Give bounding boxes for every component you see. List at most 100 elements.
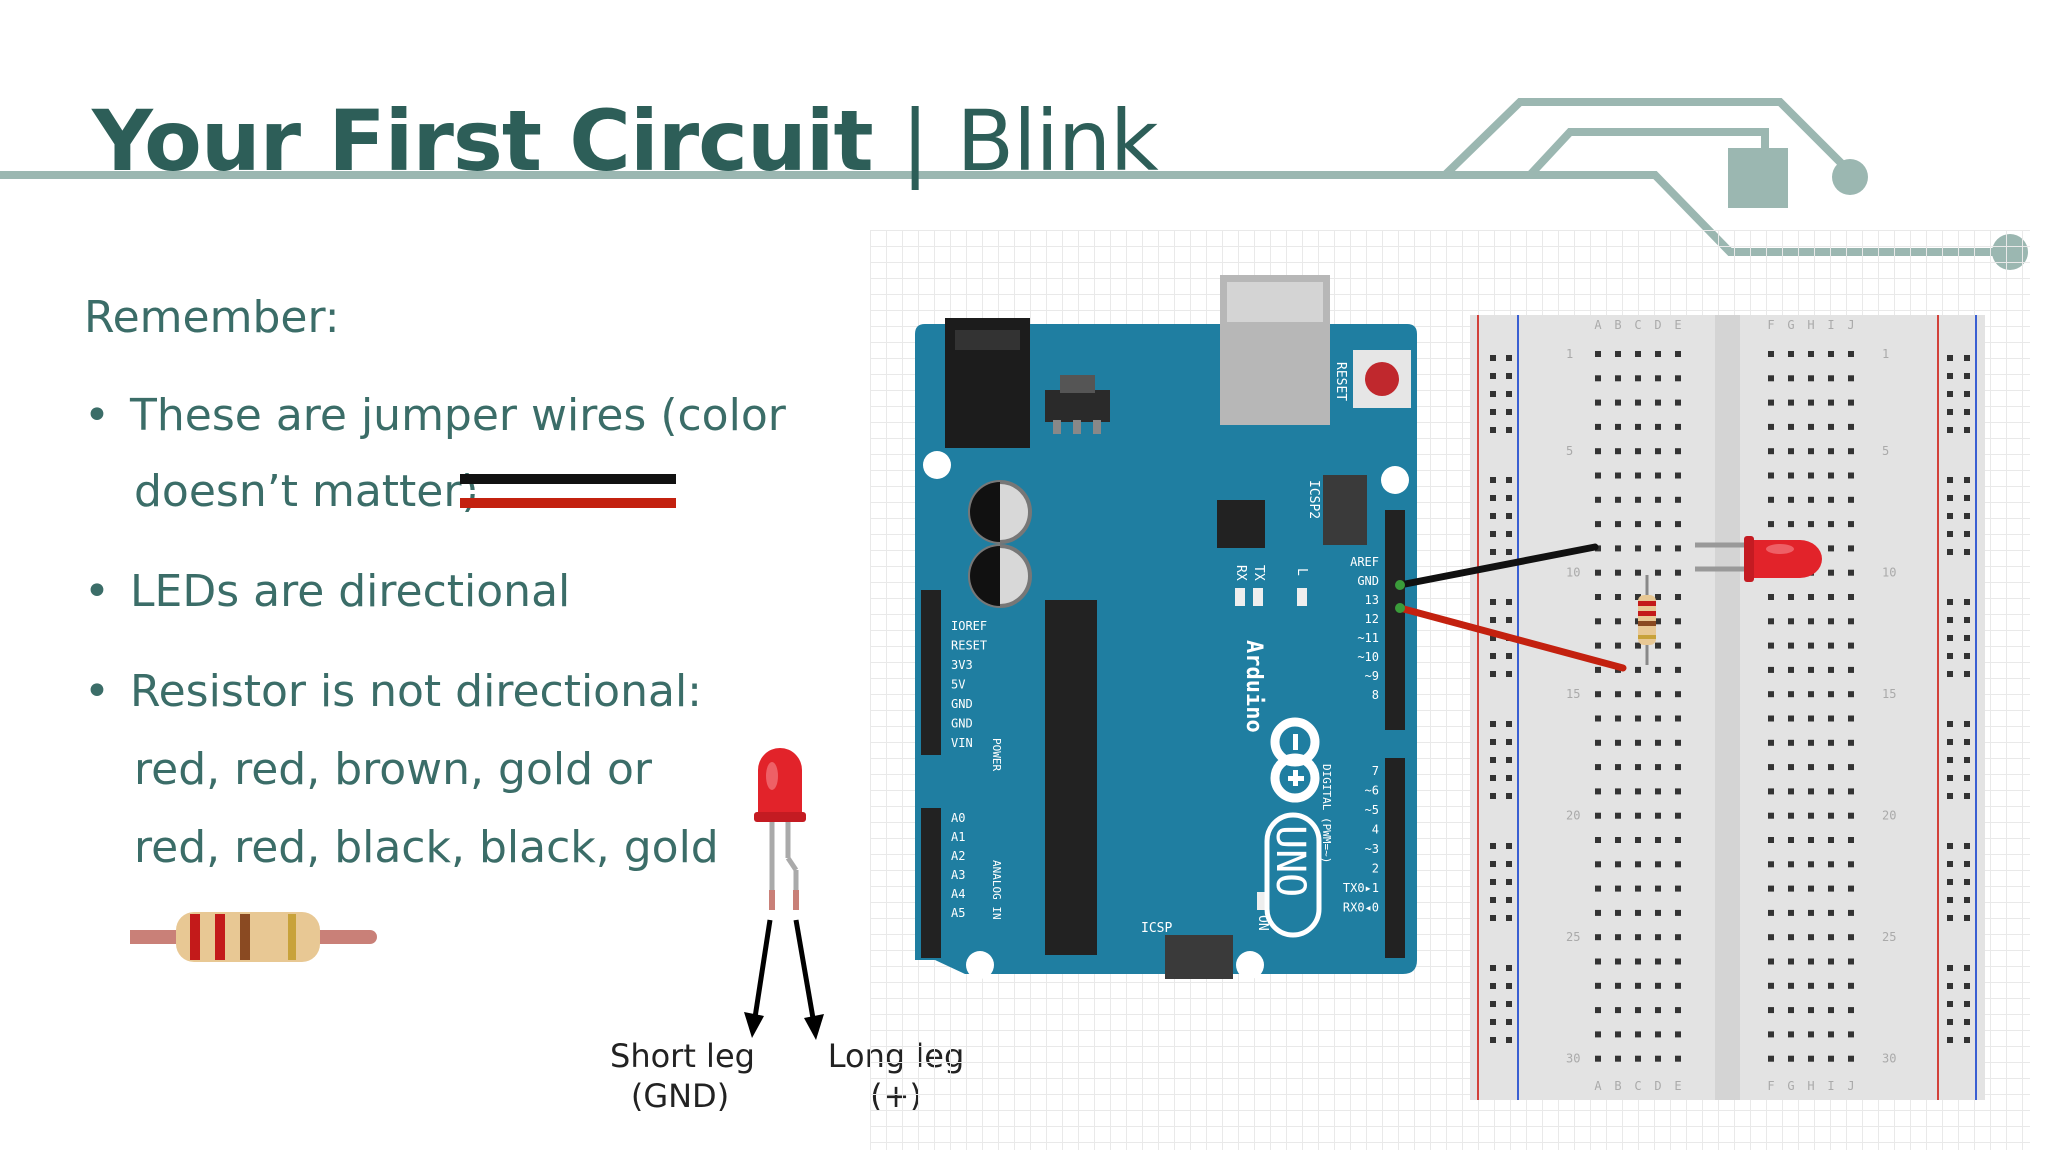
on-label: ON [1255, 915, 1270, 931]
column-label: F [1767, 1079, 1774, 1093]
bullet-continuation: red, red, brown, gold or [134, 744, 653, 795]
column-label: F [1767, 318, 1774, 332]
bullet-continuation: doesn’t matter) [134, 466, 479, 517]
column-label: J [1847, 1079, 1854, 1093]
reset-label: RESET [1333, 362, 1348, 401]
pin-label: ~3 [1365, 842, 1379, 856]
column-label: A [1594, 318, 1602, 332]
row-label: 1 [1566, 347, 1573, 361]
pin-label: A2 [951, 849, 965, 863]
pin-label: RX0◂0 [1343, 901, 1379, 915]
bullet-dot: • [84, 666, 110, 717]
pin-label: 3V3 [951, 658, 973, 672]
bullet-continuation: red, red, black, black, gold [134, 822, 719, 873]
column-label: G [1787, 1079, 1794, 1093]
row-label: 25 [1882, 930, 1896, 944]
breadboard-resistor-icon [1638, 575, 1656, 665]
pin-label: A1 [951, 830, 965, 844]
row-label: 25 [1566, 930, 1580, 944]
row-label: 10 [1566, 566, 1580, 580]
led-legs-diagram [744, 748, 824, 1040]
pin-label: 12 [1365, 612, 1379, 626]
pin-label: A5 [951, 906, 965, 920]
pin-label: TX0▸1 [1343, 881, 1379, 895]
column-label: H [1807, 1079, 1814, 1093]
led-icon [754, 748, 806, 822]
row-label: 30 [1882, 1052, 1896, 1066]
column-label: B [1614, 318, 1621, 332]
pin-label: 13 [1365, 593, 1379, 607]
short-leg-label: Short leg (GND) [610, 1037, 755, 1115]
bullet-dot: • [84, 390, 110, 441]
column-label: B [1614, 1079, 1621, 1093]
tx-label: TX [1251, 565, 1266, 581]
title-separator: | [900, 92, 929, 190]
icsp2-label: ICSP2 [1306, 480, 1321, 519]
column-label: I [1827, 318, 1834, 332]
analog-label: ANALOG IN [990, 860, 1003, 920]
pin-label: 8 [1372, 688, 1379, 702]
pin-label: GND [951, 697, 973, 711]
digital-label: DIGITAL (PWM=~) [1320, 764, 1333, 863]
rx-label: RX [1233, 565, 1248, 581]
pin-label: A4 [951, 887, 965, 901]
pin-label: 5V [951, 678, 965, 692]
pin-label: 7 [1372, 764, 1379, 778]
breadboard-led-icon [1744, 536, 1822, 582]
pin-label: 4 [1372, 823, 1379, 837]
row-label: 20 [1882, 809, 1896, 823]
pin-label: VIN [951, 736, 973, 750]
bullet-dot: • [84, 566, 110, 617]
pin-label: AREF [1350, 555, 1379, 569]
circuit-components [1395, 536, 1822, 672]
pin-label: ~10 [1357, 650, 1379, 664]
title-light: Blink [956, 92, 1159, 190]
column-label: C [1634, 318, 1641, 332]
column-label: C [1634, 1079, 1641, 1093]
row-label: 20 [1566, 809, 1580, 823]
row-label: 5 [1882, 444, 1889, 458]
column-label: A [1594, 1079, 1602, 1093]
icsp-label: ICSP [1141, 921, 1172, 936]
row-label: 10 [1882, 566, 1896, 580]
wire-gnd-black [1396, 543, 1599, 589]
row-label: 15 [1882, 687, 1896, 701]
icsp-header [1165, 935, 1233, 979]
trace-square-pad [1728, 148, 1788, 208]
pin-label: ~9 [1365, 669, 1379, 683]
jumper-wire-sample [460, 474, 676, 508]
bullet-text: LEDs are directional [130, 566, 571, 617]
remember-heading: Remember: [84, 292, 340, 343]
arduino-uno-board: RESET ICSP2 TX RX L ON Arduino UNO DIGIT… [915, 275, 1417, 979]
circuit-trace-decoration [0, 98, 2028, 270]
pin-label: ~5 [1365, 803, 1379, 817]
arrow-long-leg [793, 919, 817, 1025]
column-label: E [1674, 1079, 1681, 1093]
resistor-icon [130, 912, 377, 962]
l-label: L [1294, 568, 1309, 576]
pin-label: GND [1357, 574, 1379, 588]
trace-round-pad [1832, 159, 1868, 195]
row-label: 5 [1566, 444, 1573, 458]
bullet-text: These are jumper wires (color [130, 390, 786, 441]
pin-label: IOREF [951, 619, 987, 633]
arduino-logo-icon [1270, 717, 1320, 803]
row-label: 15 [1566, 687, 1580, 701]
brand-label: Arduino [1241, 640, 1266, 733]
column-label: E [1674, 318, 1681, 332]
column-label: J [1847, 318, 1854, 332]
arrow-short-leg [751, 919, 773, 1025]
page-title: Your First Circuit | Blink [92, 92, 1159, 190]
column-label: G [1787, 318, 1794, 332]
power-label: POWER [990, 738, 1003, 771]
row-label: 30 [1566, 1052, 1580, 1066]
pin-label: A3 [951, 868, 965, 882]
column-label: D [1654, 1079, 1661, 1093]
pin-label: 2 [1372, 862, 1379, 876]
title-bold: Your First Circuit [92, 92, 874, 190]
